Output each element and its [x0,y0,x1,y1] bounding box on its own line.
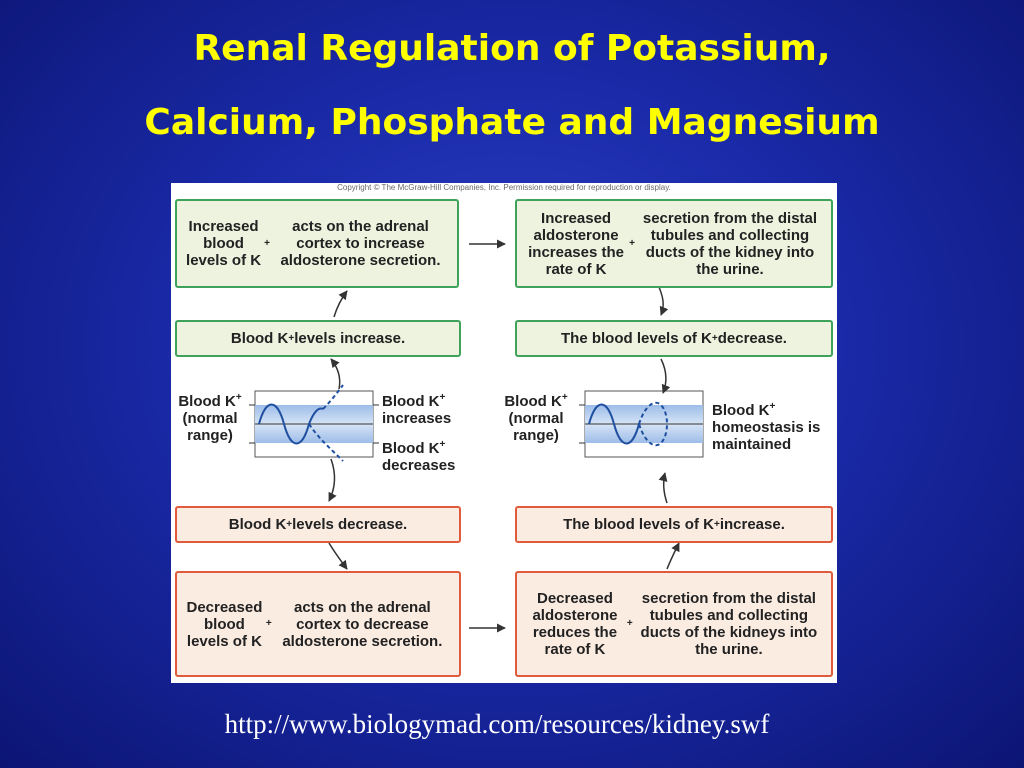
right-wave-solid [588,403,640,445]
arrow-left-up-2 [330,358,341,390]
source-url-link[interactable]: http://www.biologymad.com/resources/kidn… [224,709,770,739]
right-wave-dashed-loop [638,401,668,447]
arrow-left-down-2 [328,542,348,570]
slide-title-line-1: Renal Regulation of Potassium, [193,28,831,69]
box-blood-k-decrease-result: The blood levels of K+ decrease. [515,320,833,357]
label-right-homeostasis: Blood K+ homeostasis is maintained [712,401,821,454]
box-increased-aldosterone-effect: Increased aldosterone increases the rate… [515,199,833,288]
left-wave-dashed-up [322,384,344,410]
label-left-normal-range: Blood K+ (normal range) [178,392,242,445]
arrow-right-up-1 [658,472,668,504]
right-homeostasis-graph [584,390,704,458]
arrow-right-down-1 [658,286,669,316]
slide-title-line-2: Calcium, Phosphate and Magnesium [144,102,880,143]
arrow-right-down-2 [660,358,671,394]
box-blood-k-increase-result: The blood levels of K+ increase. [515,506,833,543]
left-wave-solid [258,403,324,445]
potassium-feedback-diagram: Copyright © The McGraw-Hill Companies, I… [171,183,837,683]
copyright-notice: Copyright © The McGraw-Hill Companies, I… [337,183,671,192]
arrow-right-up-2 [666,542,680,570]
arrow-left-up-1 [333,290,348,318]
box-decreased-aldosterone-stimulus: Decreased blood levels of K+ acts on the… [175,571,461,677]
arrow-left-down-1 [328,458,337,502]
label-right-normal-range: Blood K+ (normal range) [504,392,568,445]
box-blood-k-decrease: Blood K+ levels decrease. [175,506,461,543]
diagram-graphics [249,239,704,633]
box-increased-aldosterone-stimulus: Increased blood levels of K+ acts on the… [175,199,459,288]
label-left-decreases: Blood K+ decreases [382,439,456,475]
box-decreased-aldosterone-effect: Decreased aldosterone reduces the rate o… [515,571,833,677]
box-blood-k-increase: Blood K+ levels increase. [175,320,461,357]
left-homeostasis-graph [254,384,374,462]
label-left-increases: Blood K+ increases [382,392,452,428]
